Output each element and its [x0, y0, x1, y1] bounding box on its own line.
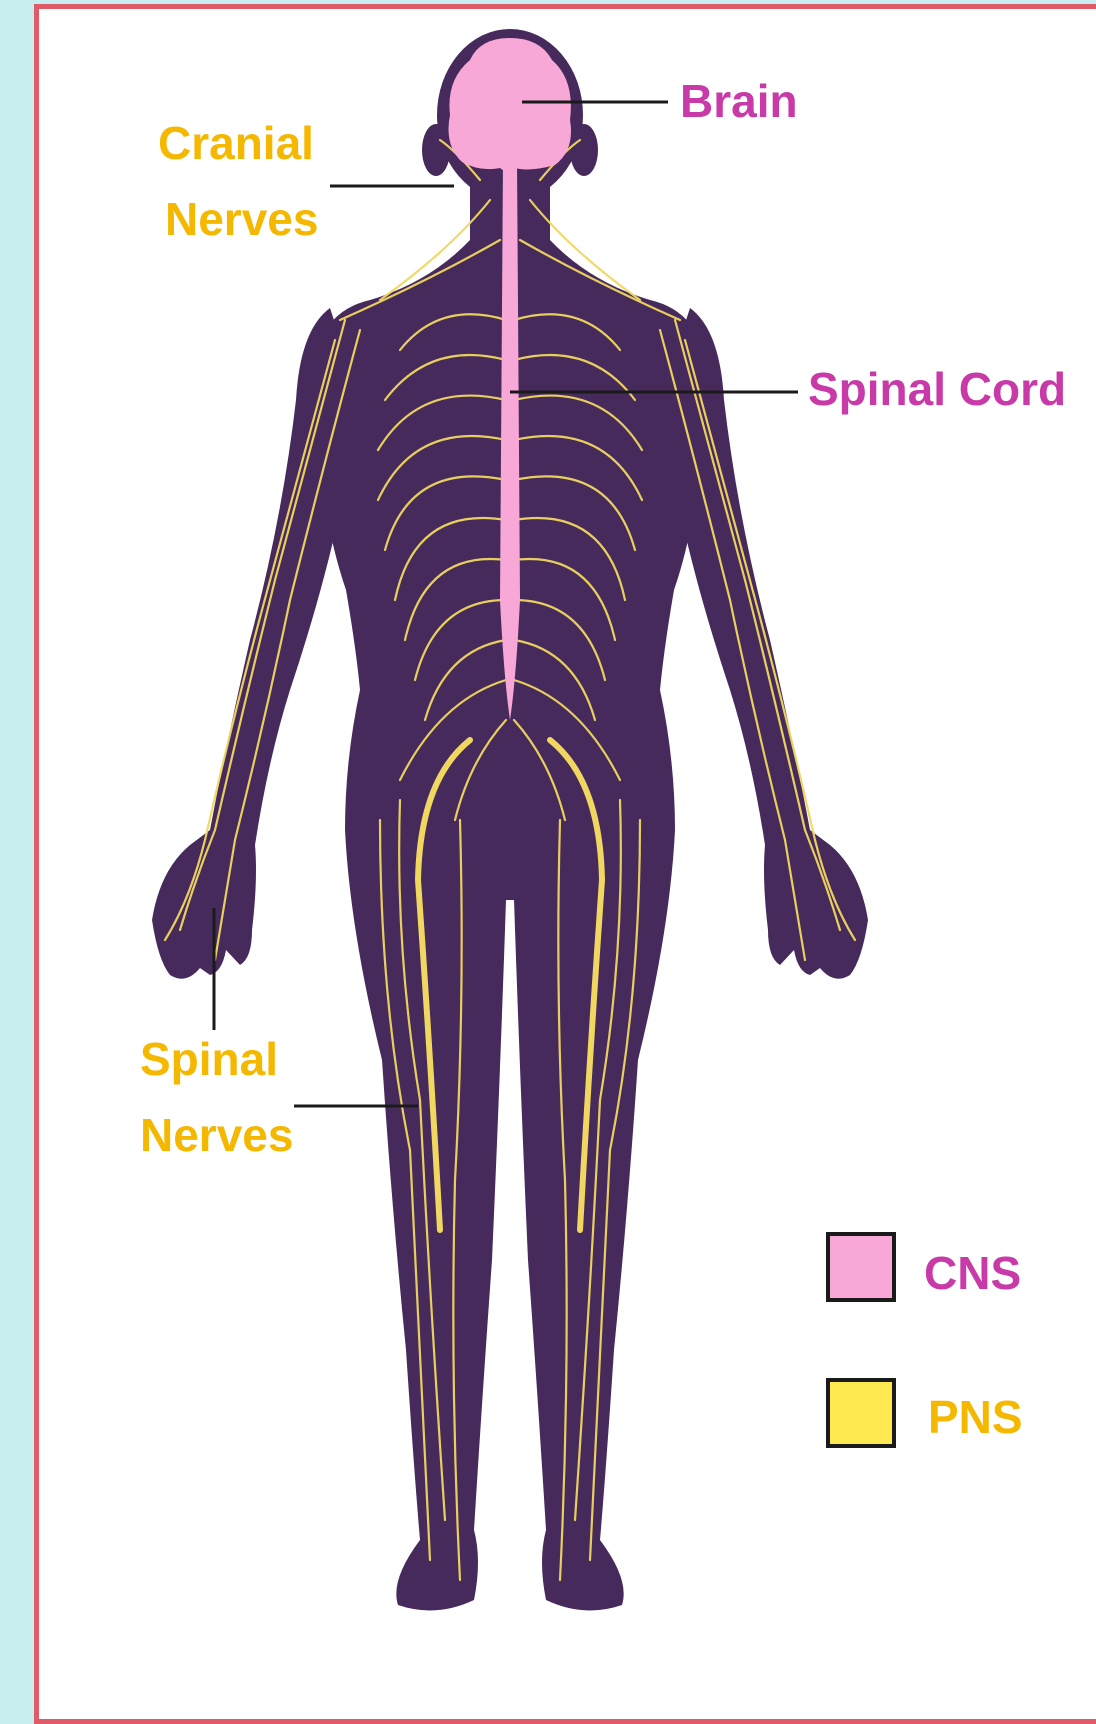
spinal-cord-label: Spinal Cord	[808, 366, 1066, 412]
legend-swatch-pns	[826, 1378, 896, 1448]
cranial-nerves-label-line2: Nerves	[165, 196, 318, 242]
legend-swatch-cns	[826, 1232, 896, 1302]
legend-label-pns: PNS	[928, 1394, 1023, 1440]
cranial-nerves-label-line1: Cranial	[158, 120, 314, 166]
spinal-nerves-label-line1: Spinal	[140, 1036, 278, 1082]
brain-label: Brain	[680, 78, 798, 124]
legend-label-cns: CNS	[924, 1250, 1021, 1296]
spinal-cord-shape	[500, 160, 520, 720]
spinal-nerves-label-line2: Nerves	[140, 1112, 293, 1158]
